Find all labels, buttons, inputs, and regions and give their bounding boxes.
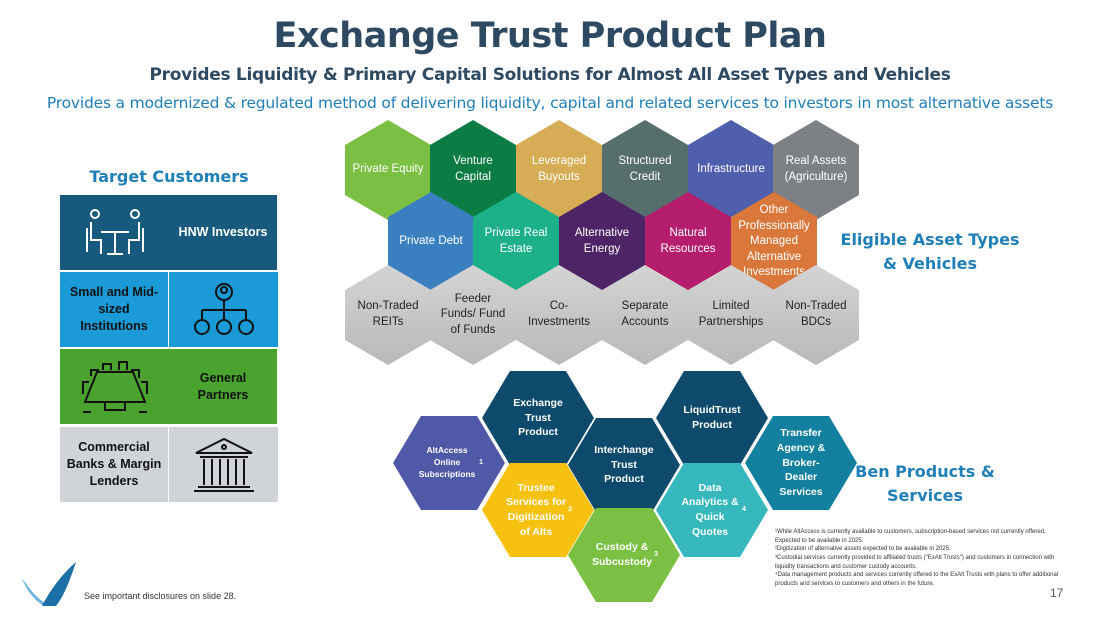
product-label: Transfer Agency & Broker-Dealer Services <box>776 427 826 499</box>
product-label: Custody & Subcustody <box>592 541 653 568</box>
boardroom-table-icon <box>60 349 169 424</box>
product-label: Trustee Services for Digitization of Alt… <box>505 481 567 538</box>
footnote-marker: 4 <box>742 506 746 514</box>
product-hex: Interchange Trust Product <box>568 418 680 512</box>
footnote-marker: 3 <box>654 551 658 559</box>
footnote-marker: 1 <box>479 459 483 467</box>
page-title: Exchange Trust Product Plan <box>273 16 827 56</box>
product-label: AltAccess Online Subscriptions <box>418 445 476 479</box>
eligible-assets-heading: Eligible Asset Types & Vehicles <box>840 230 1020 273</box>
disclosure-note: See important disclosures on slide 28. <box>84 591 237 601</box>
footnote: ²Digitization of alternative assets expe… <box>775 546 951 553</box>
customer-org-chart-label: Small and Mid-sized Institutions <box>60 272 168 347</box>
product-label: Interchange Trust Product <box>594 443 654 486</box>
footnotes: ¹While AltAccess is currently available … <box>775 528 1065 589</box>
customer-bank-label: Commercial Banks & Margin Lenders <box>60 427 168 502</box>
meeting-icon <box>60 195 169 270</box>
product-hex: Transfer Agency & Broker-Dealer Services <box>745 416 857 510</box>
footnote-marker: 2 <box>568 506 572 514</box>
customer-meeting-label: HNW Investors <box>169 195 277 270</box>
org-chart-icon <box>169 272 278 347</box>
page-number: 17 <box>1050 586 1064 600</box>
product-label: Exchange Trust Product <box>513 396 563 439</box>
product-hex: LiquidTrust Product <box>656 371 768 465</box>
bank-icon <box>169 427 278 502</box>
product-label: LiquidTrust Product <box>683 404 741 431</box>
company-logo-icon <box>22 562 76 606</box>
target-customers-heading: Target Customers <box>89 167 249 186</box>
subtitle: Provides Liquidity & Primary Capital Sol… <box>149 65 951 85</box>
footnote: ⁴Data management products and services c… <box>775 572 1059 588</box>
customer-boardroom-table-label: General Partners <box>169 349 277 424</box>
tagline: Provides a modernized & regulated method… <box>46 94 1054 112</box>
footnote: ¹While AltAccess is currently available … <box>775 529 1046 544</box>
footnote: ³Custodial services currently provided t… <box>775 555 1055 570</box>
product-label: Data Analytics & Quick Quotes <box>681 481 739 538</box>
products-heading: Ben Products & Services <box>855 462 995 505</box>
